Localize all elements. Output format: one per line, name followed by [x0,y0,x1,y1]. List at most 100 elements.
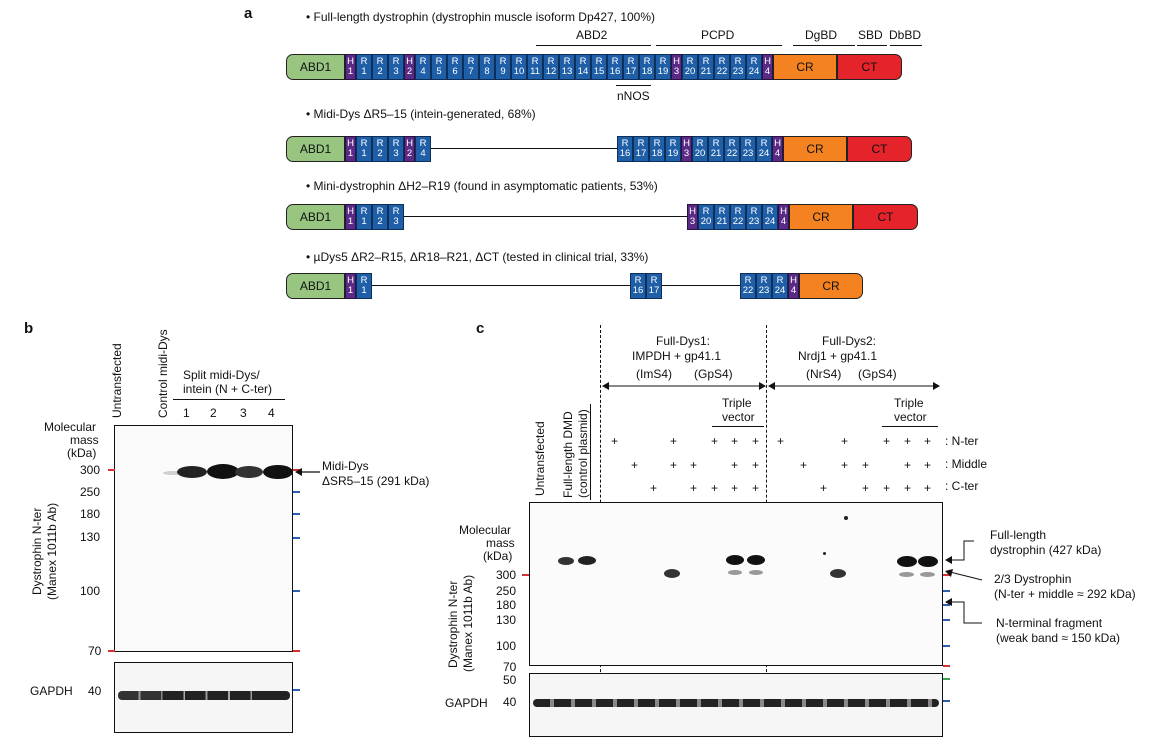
abd1-domain: ABD1 [286,273,345,299]
dbbd-bracket [890,45,922,46]
lane-number-4: 4 [268,406,275,420]
band-c-23-2a [899,572,914,577]
band-c-dmd-b [578,556,596,565]
lane-c-dmd-2: (control plasmid) [576,409,590,498]
arrow-n-fragment [945,598,982,624]
gapdh-marker-c-40: 40 [503,695,517,709]
band-lane-4 [263,465,293,479]
gapdh-marker-b: 40 [88,684,102,698]
cr-domain: CR [799,273,863,299]
group2-sub-2: (GpS4) [858,367,897,381]
abd1-domain: ABD1 [286,54,345,80]
marker-c-300: 300 [496,568,517,582]
gapdh-label-c: GAPDH [445,696,488,710]
blot-b-gapdh [114,662,293,733]
lane-c-dmd-1: Full-length DMD [561,411,575,498]
group1-title-2: IMPDH + gp41.1 [632,349,722,363]
plus-m-8: + [862,458,870,472]
plus-c-3: + [711,481,719,495]
ylabel-b-1: Dystrophin N-ter [30,507,44,595]
plus-n-3: + [711,434,719,448]
plus-m-4: + [731,458,739,472]
marker-70: 70 [88,644,102,658]
annotation-23-dys-2: (N-ter + middle ≈ 292 kDa) [994,587,1136,601]
plus-n-8: + [883,434,891,448]
tick-70-left [108,650,115,652]
tick-c-50-right [943,678,950,680]
marker-300: 300 [80,463,101,477]
gapdh-marker-c-50: 50 [503,673,517,687]
annotation-23-dys-1: 2/3 Dystrophin [994,572,1072,586]
plus-n-7: + [841,434,849,448]
dgbd-bracket [793,45,855,46]
annotation-full-length-1: Full-length [990,528,1047,542]
abd2-label: ABD2 [576,28,608,42]
cr-domain: CR [789,204,853,230]
annotation-full-length-2: dystrophin (427 kDa) [990,543,1102,557]
construct-title-mini-dys: • Mini-dystrophin ΔH2–R19 (found in asym… [306,179,658,193]
lane-c-untransfected: Untransfected [533,421,547,496]
band-label-midi-dys-2: ΔSR5–15 (291 kDa) [322,474,430,488]
marker-c-180: 180 [496,598,517,612]
plus-n-10: + [924,434,932,448]
tick-c-300-left [522,574,529,576]
dmd-bracket [590,404,591,500]
split-label-1: Split midi-Dys/ [183,368,260,382]
panel-a-letter: a [244,5,253,22]
group1-triple-bracket [712,426,764,427]
plus-n-6: + [777,434,785,448]
plus-m-7: + [841,458,849,472]
deletion-gap [404,204,687,230]
group1-triple-1: Triple [722,396,752,410]
band-label-midi-dys-1: Midi-Dys [322,459,369,473]
plus-c-5: + [752,481,760,495]
group1-title-1: Full-Dys1: [656,334,711,348]
group2-title-1: Full-Dys2: [822,334,877,348]
panel-c-letter: c [476,320,485,337]
band-control-faint [163,471,183,475]
ylabel-b-2: (Manex 1011b Ab) [45,502,59,600]
mm-c-label-2: mass [486,536,515,550]
tick-300-right [293,469,300,471]
group2-arrow [768,382,940,390]
band-c-23-1a [728,570,742,575]
tick-70-right [293,650,300,652]
gapdh-bands-b [118,691,290,700]
plus-c-4: + [731,481,739,495]
plus-m-9: + [904,458,912,472]
cr-domain: CR [773,54,837,80]
band-c-full-2b [918,556,938,567]
plus-m-3: + [690,458,698,472]
